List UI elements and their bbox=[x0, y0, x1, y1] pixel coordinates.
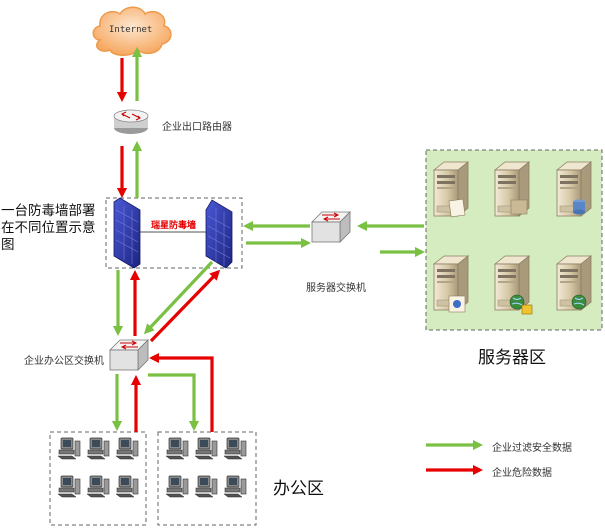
office-pc-icon bbox=[115, 475, 139, 498]
office-pc-icon bbox=[57, 475, 81, 498]
router-label: 企业出口路由器 bbox=[162, 122, 232, 133]
router-icon bbox=[113, 109, 149, 134]
office-pc-icon bbox=[165, 475, 189, 498]
red-arrow bbox=[149, 269, 221, 343]
deployment-note: 一台防毒墙部署在不同位置示意图 bbox=[1, 203, 96, 253]
server-switch-icon bbox=[311, 211, 351, 243]
legend-green-label: 企业过滤安全数据 bbox=[492, 443, 572, 454]
office-pc-icon bbox=[223, 437, 247, 460]
server-icon bbox=[556, 161, 592, 217]
internet-label: Internet bbox=[109, 25, 153, 35]
server-icon bbox=[556, 255, 592, 311]
office-zone-label: 办公区 bbox=[273, 479, 324, 499]
server-icon bbox=[433, 161, 469, 218]
firewall-zone-border bbox=[105, 197, 243, 269]
office-pc-icon bbox=[57, 437, 81, 460]
server-icon bbox=[494, 255, 533, 315]
firewall-right-icon bbox=[205, 199, 233, 269]
server-icon bbox=[433, 255, 469, 313]
office-switch-label: 企业办公区交换机 bbox=[24, 356, 104, 367]
server-icon bbox=[494, 161, 530, 217]
office-zone-right-border bbox=[157, 431, 257, 526]
legend-red-label: 企业危险数据 bbox=[492, 468, 552, 479]
firewall-label: 瑞星防毒墙 bbox=[151, 221, 197, 231]
server-switch-label: 服务器交换机 bbox=[306, 283, 366, 294]
server-zone-label: 服务器区 bbox=[478, 348, 546, 368]
office-pc-icon bbox=[223, 475, 247, 498]
office-pc-icon bbox=[194, 475, 218, 498]
office-zone-left-border bbox=[49, 431, 147, 526]
office-pc-icon bbox=[115, 437, 139, 460]
office-pc-icon bbox=[194, 437, 218, 460]
green-arrow bbox=[143, 260, 214, 335]
firewall-left-icon bbox=[113, 197, 141, 269]
office-pc-icon bbox=[165, 437, 189, 460]
green-arrow bbox=[148, 373, 200, 432]
red-arrow bbox=[148, 352, 214, 432]
flow-arrows bbox=[111, 46, 484, 476]
office-switch-icon bbox=[109, 339, 149, 371]
office-pc-icon bbox=[86, 475, 110, 498]
office-pc-icon bbox=[86, 437, 110, 460]
internet-cloud-icon bbox=[92, 6, 172, 56]
